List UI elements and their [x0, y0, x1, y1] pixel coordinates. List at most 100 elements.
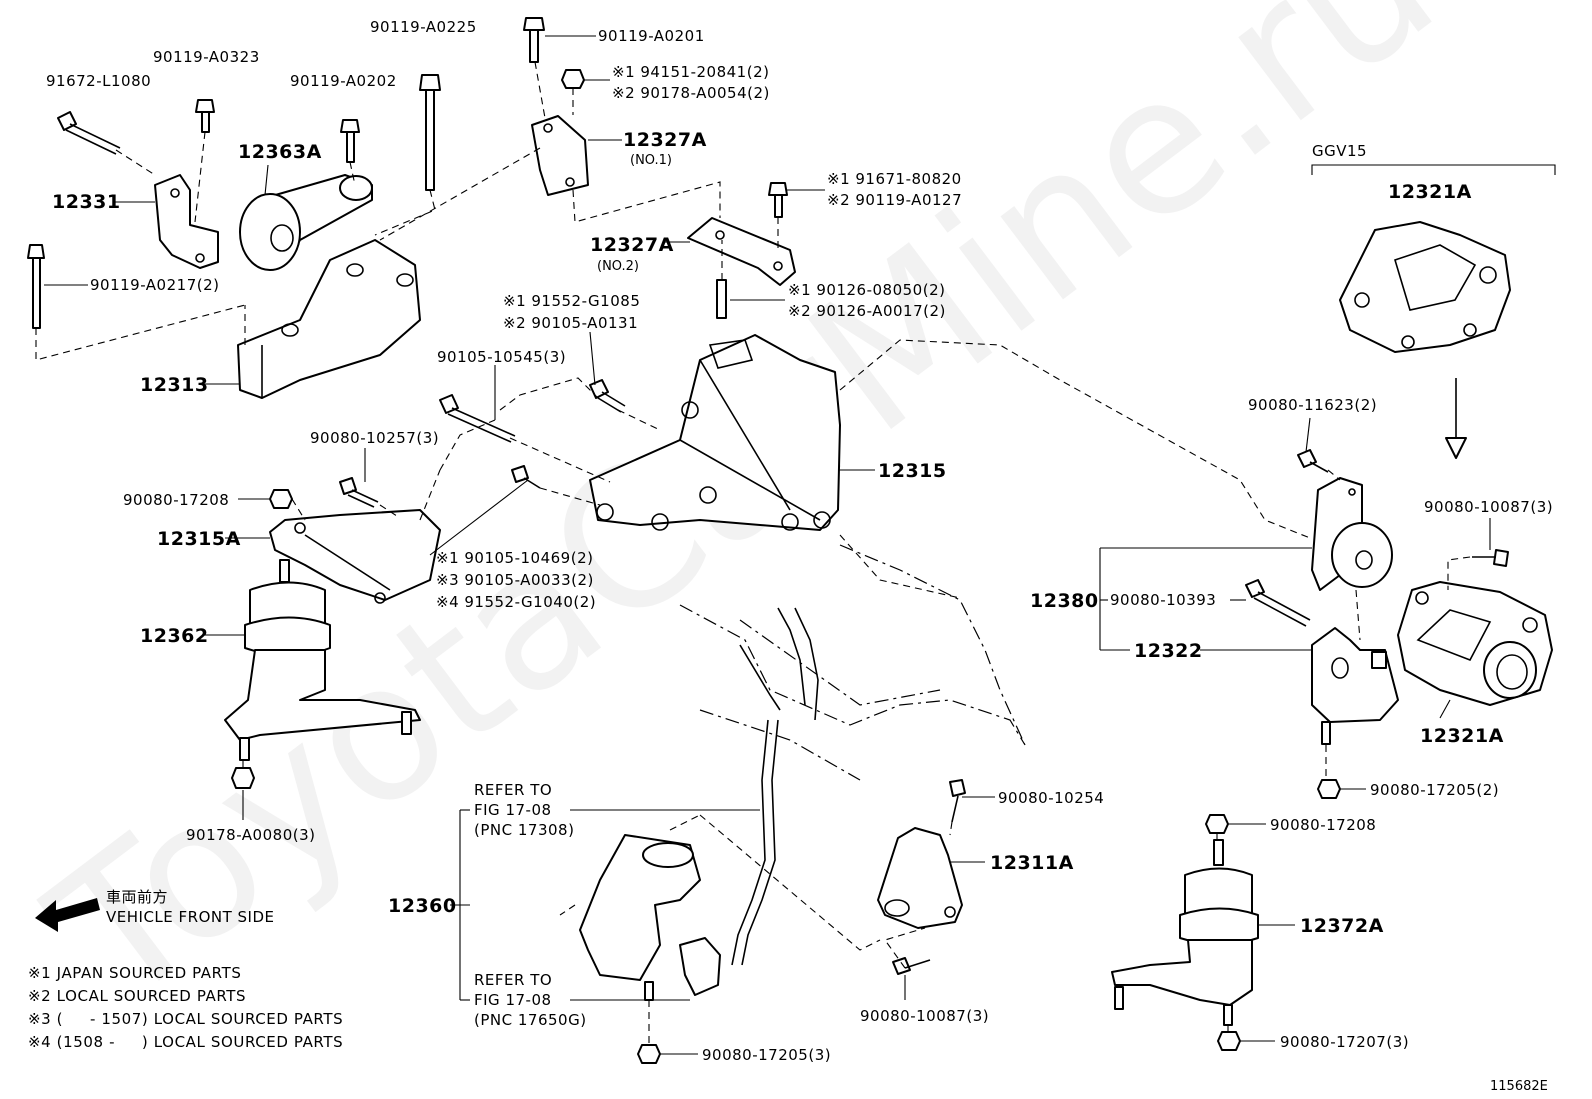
- refer-2-line2: FIG 17-08: [474, 991, 552, 1009]
- bolt-90080-10087b-drawing: [892, 957, 931, 975]
- note-2: ※2 LOCAL SOURCED PARTS: [28, 987, 246, 1005]
- label-90080-10087-right[interactable]: 90080-10087(3): [1424, 498, 1553, 516]
- label-91671-80820[interactable]: ※1 91671-80820: [827, 170, 962, 188]
- bracket-12315-drawing: [589, 334, 841, 531]
- bolt-90080-10393-drawing: [1245, 579, 1311, 627]
- refer-to-fig-17650G[interactable]: REFER TO FIG 17-08 (PNC 17650G): [474, 971, 587, 1029]
- refer-to-fig-17308[interactable]: REFER TO FIG 17-08 (PNC 17308): [474, 781, 574, 839]
- label-90126-A0017[interactable]: ※2 90126-A0017(2): [788, 302, 946, 320]
- label-90119-A0225[interactable]: 90119-A0225: [370, 18, 477, 36]
- vacuum-hose-drawing: [731, 607, 819, 966]
- label-12315[interactable]: 12315: [878, 460, 947, 482]
- label-90080-17205-bottom[interactable]: 90080-17205(3): [702, 1046, 831, 1064]
- label-90105-A0131[interactable]: ※2 90105-A0131: [503, 314, 638, 332]
- arrow-left-icon: [35, 898, 100, 932]
- label-12327A-no1[interactable]: 12327A: [623, 129, 707, 151]
- torque-rod-12363A-drawing: [239, 174, 373, 271]
- label-12331[interactable]: 12331: [52, 191, 121, 213]
- label-90119-A0323[interactable]: 90119-A0323: [153, 48, 260, 66]
- mount-12372A-drawing: [1111, 839, 1259, 1026]
- bracket-12321A-top-drawing: [1339, 221, 1511, 353]
- refer-1-line2: FIG 17-08: [474, 801, 552, 819]
- label-91672-L1080[interactable]: 91672-L1080: [46, 72, 151, 90]
- bracket-12380-drawing: [1311, 477, 1393, 591]
- label-90080-10087-bottom[interactable]: 90080-10087(3): [860, 1007, 989, 1025]
- sourcing-notes: ※1 JAPAN SOURCED PARTS ※2 LOCAL SOURCED …: [28, 964, 343, 1051]
- label-90080-10257[interactable]: 90080-10257(3): [310, 429, 439, 447]
- note-3: ※3 ( - 1507) LOCAL SOURCED PARTS: [28, 1010, 343, 1028]
- label-90105-A0033[interactable]: ※3 90105-A0033(2): [436, 571, 594, 589]
- bolt-90080-11623-drawing: [1297, 449, 1329, 473]
- label-90119-A0201[interactable]: 90119-A0201: [598, 27, 705, 45]
- label-12327A-no2[interactable]: 12327A: [590, 234, 674, 256]
- label-90080-10254[interactable]: 90080-10254: [998, 789, 1104, 807]
- label-12315A[interactable]: 12315A: [157, 528, 241, 550]
- bolt-91672-L1080-drawing: [57, 111, 121, 155]
- label-12360[interactable]: 12360: [388, 895, 457, 917]
- vehicle-front-direction: 車両前方 VEHICLE FRONT SIDE: [35, 888, 275, 932]
- bracket-12311A-drawing: [877, 827, 963, 929]
- nut-90080-17205b-drawing: [637, 1044, 661, 1064]
- bolt-90080-10254-drawing: [949, 779, 966, 823]
- label-90080-17208-right[interactable]: 90080-17208: [1270, 816, 1376, 834]
- label-90126-08050[interactable]: ※1 90126-08050(2): [788, 281, 945, 299]
- label-12311A[interactable]: 12311A: [990, 852, 1074, 874]
- note-4: ※4 (1508 - ) LOCAL SOURCED PARTS: [28, 1033, 343, 1051]
- refer-1-line1: REFER TO: [474, 781, 552, 799]
- label-94151-20841[interactable]: ※1 94151-20841(2): [612, 63, 769, 81]
- note-1: ※1 JAPAN SOURCED PARTS: [28, 964, 241, 982]
- stud-90126-drawing: [716, 279, 727, 319]
- label-90080-17205-right[interactable]: 90080-17205(2): [1370, 781, 1499, 799]
- label-90119-A0127[interactable]: ※2 90119-A0127: [827, 191, 962, 209]
- bracket-12322-drawing: [1311, 627, 1399, 745]
- nut-90080-17208b-drawing: [1205, 814, 1229, 834]
- refer-1-line3: (PNC 17308): [474, 821, 574, 839]
- bracket-12321A-bottom-drawing: [1397, 581, 1553, 706]
- label-90080-10393[interactable]: 90080-10393: [1110, 591, 1216, 609]
- label-90105-10545[interactable]: 90105-10545(3): [437, 348, 566, 366]
- label-90178-A0054[interactable]: ※2 90178-A0054(2): [612, 84, 770, 102]
- direction-en: VEHICLE FRONT SIDE: [106, 908, 275, 926]
- bolt-90105-10545-drawing: [439, 394, 516, 443]
- part-labels: 91672-L1080 90119-A0323 90119-A0225 9011…: [46, 18, 1553, 1064]
- bolt-90080-10087a-drawing: [1472, 549, 1509, 567]
- bolt-90119-A0217-drawing: [27, 244, 45, 329]
- label-12327A-no2-sub: (NO.2): [597, 259, 639, 274]
- mount-12362-drawing: [224, 559, 421, 761]
- bracket-12327A-no1-drawing: [531, 115, 589, 196]
- label-90080-11623[interactable]: 90080-11623(2): [1248, 396, 1377, 414]
- label-12362[interactable]: 12362: [140, 625, 209, 647]
- label-12372A[interactable]: 12372A: [1300, 915, 1384, 937]
- bracket-12313-drawing: [237, 239, 421, 399]
- direction-jp: 車両前方: [106, 888, 168, 906]
- nut-94151-drawing: [561, 69, 585, 89]
- label-12321A-top[interactable]: 12321A: [1388, 181, 1472, 203]
- label-12313[interactable]: 12313: [140, 374, 209, 396]
- label-90178-A0080[interactable]: 90178-A0080(3): [186, 826, 315, 844]
- arrow-down-icon: [1445, 378, 1467, 459]
- bracket-12331-drawing: [154, 174, 219, 269]
- label-90105-10469[interactable]: ※1 90105-10469(2): [436, 549, 593, 567]
- label-12380[interactable]: 12380: [1030, 590, 1099, 612]
- mount-12360-drawing: [579, 834, 721, 1001]
- engine-body-outline: [679, 544, 1026, 781]
- assembly-dashed-lines: [35, 61, 1471, 1045]
- bolt-90105-10469-drawing: [511, 465, 541, 489]
- label-12321A-bottom[interactable]: 12321A: [1420, 725, 1504, 747]
- refer-2-line3: (PNC 17650G): [474, 1011, 587, 1029]
- bolt-90119-A0323-drawing: [195, 99, 215, 133]
- label-90080-17207[interactable]: 90080-17207(3): [1280, 1033, 1409, 1051]
- refer-2-line1: REFER TO: [474, 971, 552, 989]
- nut-90080-17208a-drawing: [269, 489, 293, 509]
- leader-lines: [44, 35, 1556, 1055]
- label-90119-A0217[interactable]: 90119-A0217(2): [90, 276, 219, 294]
- label-90080-17208-left[interactable]: 90080-17208: [123, 491, 229, 509]
- label-90119-A0202[interactable]: 90119-A0202: [290, 72, 397, 90]
- label-91552-G1085[interactable]: ※1 91552-G1085: [503, 292, 640, 310]
- bolt-90119-A0202-drawing: [340, 119, 360, 163]
- label-12322[interactable]: 12322: [1134, 640, 1203, 662]
- label-91552-G1040[interactable]: ※4 91552-G1040(2): [436, 593, 596, 611]
- label-12363A[interactable]: 12363A: [238, 141, 322, 163]
